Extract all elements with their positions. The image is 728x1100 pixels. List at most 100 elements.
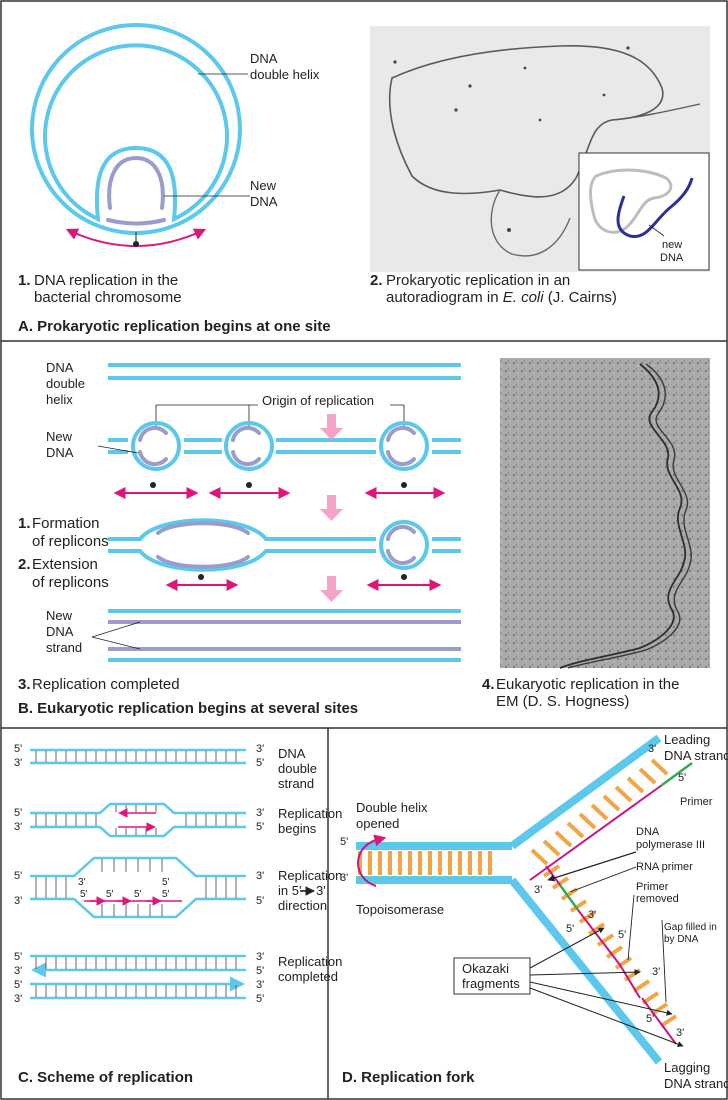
d-double-helix-1: Double helix xyxy=(356,800,428,815)
c-label-dir-2b: 3' xyxy=(316,883,326,898)
okazaki-pointers xyxy=(529,927,684,1047)
caption-a2-line2-post: (J. Cairns) xyxy=(544,289,617,306)
c3-inner-5c: 5' xyxy=(106,889,114,900)
label-new-dna-a1: New xyxy=(250,178,277,193)
em-photo xyxy=(500,358,710,669)
c4-l2: 3' xyxy=(14,965,22,977)
origin-marker xyxy=(133,241,139,247)
c-label-begins-2: begins xyxy=(278,821,317,836)
step4-number: 4. xyxy=(482,676,495,693)
c-row2 xyxy=(30,802,246,838)
caption-a1-line1: DNA replication in the xyxy=(34,272,178,289)
caption-a2-line2: autoradiogram in E. coli (J. Cairns) xyxy=(386,289,617,306)
d-parent-5: 5' xyxy=(340,836,348,848)
c-row4 xyxy=(30,954,246,1000)
progress-arrows xyxy=(320,414,343,602)
d-lag-3c: 3' xyxy=(652,966,660,978)
caption-a2-species: E. coli xyxy=(503,289,545,306)
d-okazaki-2: fragments xyxy=(462,976,520,991)
step1-origin-dots xyxy=(150,482,407,488)
step2-origin-dots xyxy=(198,574,407,580)
c4-r4: 5' xyxy=(256,993,264,1005)
label-b-strand-3: strand xyxy=(46,640,82,655)
c2-right-top: 3' xyxy=(256,807,264,819)
okazaki-box xyxy=(453,957,531,995)
c3-inner-5b: 5' xyxy=(80,889,88,900)
d-lagging-2: DNA strand xyxy=(664,1076,728,1091)
d-leading-5: 5' xyxy=(678,772,686,784)
new-dna-loop xyxy=(106,155,166,226)
panel-b: DNA double helix Origin of replication N… xyxy=(18,358,710,717)
d-lag-3a: 3' xyxy=(534,884,542,896)
c1-right-top: 3' xyxy=(256,743,264,755)
c-label-dna-1: DNA xyxy=(278,746,306,761)
step2-strands xyxy=(108,518,461,572)
c3-right-bottom: 5' xyxy=(256,895,264,907)
c2-right-bottom: 5' xyxy=(256,821,264,833)
c3-inner-5d: 5' xyxy=(134,889,142,900)
step4-line1: Eukaryotic replication in the xyxy=(496,676,679,693)
c3-inner-5e: 5' xyxy=(162,889,170,900)
panel-a: DNA double helix New DNA 1. DNA replicat… xyxy=(18,23,710,335)
step1-line2: of replicons xyxy=(32,533,109,550)
d-leading-arm xyxy=(509,734,693,881)
c-label-dir-3: direction xyxy=(278,898,327,913)
label-b-new-2: DNA xyxy=(46,445,74,460)
d-lag-3b: 3' xyxy=(588,909,596,921)
label-origin-of-replication: Origin of replication xyxy=(262,393,374,408)
step2-number: 2. xyxy=(18,556,31,573)
step2-new-dna xyxy=(156,521,416,569)
panel-c: 5' 3' 3' 5' DNA double strand 5' 3' 3' 5… xyxy=(14,743,342,1086)
d-lagging-1: Lagging xyxy=(664,1060,710,1075)
c-label-dna-3: strand xyxy=(278,776,314,791)
d-gap-1: Gap filled in xyxy=(664,922,717,933)
label-b-new-1: New xyxy=(46,429,73,444)
d-leading-2: DNA strand xyxy=(664,748,728,763)
c3-right-top: 3' xyxy=(256,870,264,882)
c-row1 xyxy=(30,748,246,765)
c-label-dir-1: Replication xyxy=(278,868,342,883)
c4-l3: 5' xyxy=(14,979,22,991)
autoradiogram-inset: new DNA xyxy=(578,152,710,271)
d-parental-duplex xyxy=(356,842,512,884)
d-primer-leading: Primer xyxy=(680,796,713,808)
step1-new-dna xyxy=(138,425,416,467)
d-lagging-arm xyxy=(508,864,678,1065)
d-okazaki-1: Okazaki xyxy=(462,961,509,976)
caption-a1-line2: bacterial chromosome xyxy=(34,289,182,306)
inset-label-new: new xyxy=(662,239,682,251)
caption-a2-number: 2. xyxy=(370,272,383,289)
caption-a2-line1: Prokaryotic replication in an xyxy=(386,272,570,289)
d-gap-2: by DNA xyxy=(664,934,699,945)
c3-inner-3a: 3' xyxy=(78,877,86,888)
label-b-strand-1: New xyxy=(46,608,73,623)
label-b-dna-2: double xyxy=(46,376,85,391)
caption-a1-number: 1. xyxy=(18,272,31,289)
d-parent-3: 3' xyxy=(340,872,348,884)
step1-strands xyxy=(108,421,461,471)
inset-label-dna: DNA xyxy=(660,252,684,264)
c-label-dir-2a: in 5' xyxy=(278,883,301,898)
label-b-dna-3: helix xyxy=(46,392,73,407)
c2-left-top: 5' xyxy=(14,807,22,819)
step3-strands xyxy=(108,609,461,662)
c4-l1: 5' xyxy=(14,951,22,963)
d-primer-removed-1: Primer xyxy=(636,881,669,893)
c4-r3: 3' xyxy=(256,979,264,991)
c3-left-bottom: 3' xyxy=(14,895,22,907)
c-label-dna-2: double xyxy=(278,761,317,776)
c-label-begins-1: Replication xyxy=(278,806,342,821)
c4-l4: 3' xyxy=(14,993,22,1005)
d-lag-5c: 5' xyxy=(646,1013,654,1025)
d-lag-3d: 3' xyxy=(676,1027,684,1039)
c-label-completed-1: Replication xyxy=(278,954,342,969)
panel-b-title: B. Eukaryotic replication begins at seve… xyxy=(18,700,358,717)
d-lag-5a: 5' xyxy=(566,923,574,935)
c4-r1: 3' xyxy=(256,951,264,963)
step3-number: 3. xyxy=(18,676,31,693)
step1-number: 1. xyxy=(18,515,31,532)
bacterial-chromosome-diagram xyxy=(30,23,242,235)
step3-label: Replication completed xyxy=(32,676,180,693)
